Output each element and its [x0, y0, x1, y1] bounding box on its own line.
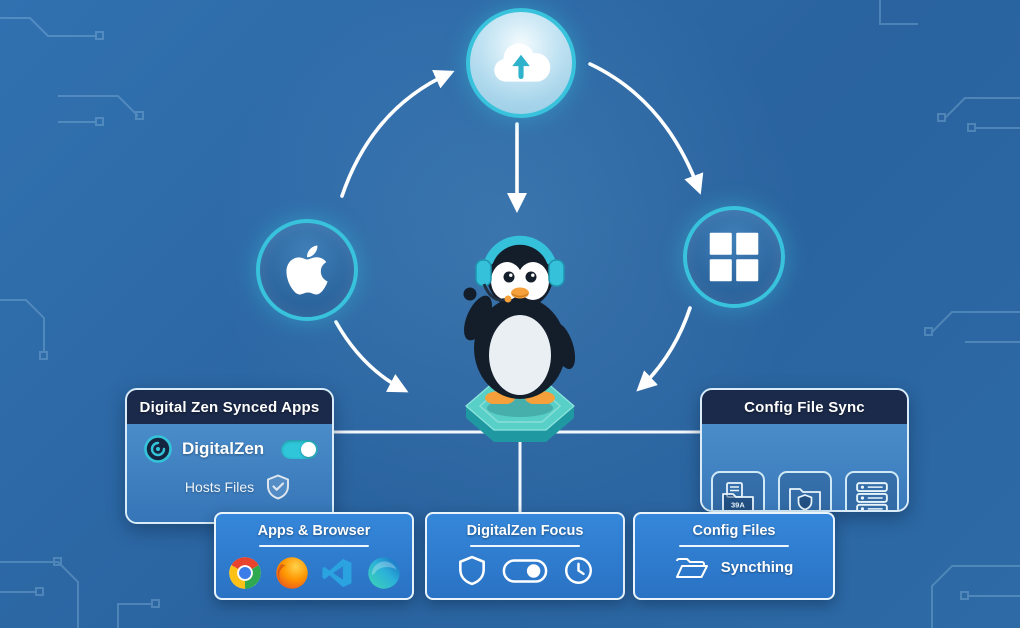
synced-apps-body: DigitalZen Hosts Files	[127, 424, 332, 522]
open-folder-icon	[675, 558, 708, 578]
clock-icon	[564, 557, 592, 584]
penguin-mascot	[463, 235, 576, 404]
apps-browser-panel: Apps & Browser	[214, 512, 414, 600]
focus-panel: DigitalZen Focus	[425, 512, 625, 600]
digitalzen-app-label: DigitalZen	[182, 439, 265, 458]
folder-code-text: 39A	[731, 501, 745, 510]
toggle-icon[interactable]	[502, 558, 548, 584]
syncthing-label: Syncthing	[720, 558, 794, 576]
arrow-mac-to-cloud	[340, 70, 455, 198]
config-files-title: Config Files	[692, 523, 776, 539]
toggle-knob	[301, 441, 316, 457]
folder-shield-icon	[777, 471, 832, 510]
chrome-icon	[228, 557, 261, 589]
windows-node	[683, 206, 785, 308]
config-files-panel: Config Files Syncthing	[633, 512, 835, 600]
arrow-mac-to-platform	[334, 320, 409, 393]
apple-icon	[286, 245, 328, 295]
arrow-windows-to-platform	[636, 306, 692, 392]
config-sync-body: 39A	[702, 424, 907, 510]
apps-browser-divider	[259, 545, 369, 547]
focus-title: DigitalZen Focus	[466, 523, 584, 539]
folder-files-icon: 39A	[710, 471, 765, 510]
config-sync-panel: Config File Sync 39A	[700, 388, 909, 512]
config-files-divider	[678, 545, 790, 547]
hosts-files-label: Hosts Files	[184, 479, 255, 495]
synced-apps-panel: Digital Zen Synced Apps DigitalZen Hosts…	[125, 388, 334, 524]
synced-apps-title: Digital Zen Synced Apps	[127, 390, 332, 424]
mac-node	[256, 219, 358, 321]
digitalzen-toggle[interactable]	[281, 439, 318, 459]
shield-check-icon	[267, 474, 290, 500]
cloud-node	[466, 8, 576, 118]
arrow-cloud-to-windows	[588, 62, 704, 195]
focus-divider	[470, 545, 580, 547]
edge-icon	[367, 557, 400, 589]
apps-browser-title: Apps & Browser	[257, 523, 371, 539]
server-stack-icon	[844, 471, 899, 510]
config-sync-title: Config File Sync	[702, 390, 907, 424]
vscode-icon	[321, 558, 351, 588]
cloud-upload-icon	[494, 43, 551, 82]
firefox-icon	[275, 557, 308, 589]
shield-icon	[458, 555, 485, 586]
digitalzen-logo-icon	[144, 435, 172, 463]
windows-icon	[709, 232, 759, 282]
